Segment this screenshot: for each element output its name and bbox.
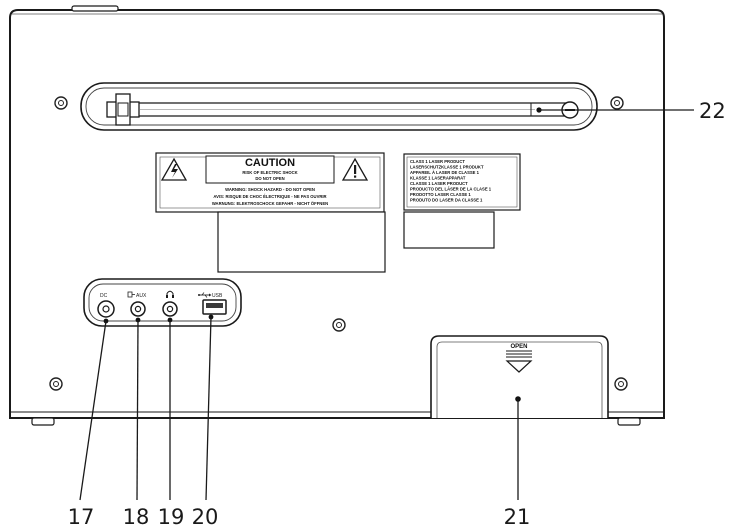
caution-title-box xyxy=(205,155,335,184)
callout-18: 18 xyxy=(123,505,150,529)
laser-line: KLASSE 1 LASERAPPARAT xyxy=(410,176,466,181)
laser-label: CLASS 1 LASER PRODUCT LASERSCHUTZKLASSE … xyxy=(403,153,521,211)
screw-icon xyxy=(332,318,346,332)
screw-icon xyxy=(54,96,68,110)
callout-22: 22 xyxy=(699,99,726,123)
arrow-down-icon xyxy=(505,360,533,373)
caution-line: AVIS: RISQUE DE CHOC ÉLECTRIQUE - NE PAS… xyxy=(213,194,326,199)
usb-port-label: USB xyxy=(212,293,223,299)
laser-line: PRODOTTO LASER CLASSE 1 xyxy=(410,192,471,197)
battery-door[interactable]: OPEN xyxy=(430,335,609,418)
callout-19: 19 xyxy=(158,505,185,529)
connector-recess-inner xyxy=(88,283,237,322)
aux-input-icon xyxy=(127,291,135,298)
callout-20: 20 xyxy=(192,505,219,529)
dc-port-label: DC xyxy=(100,293,108,299)
caution-label: CAUTION RISK OF ELECTRIC SHOCK DO NOT OP… xyxy=(155,152,385,213)
laser-line: LASERSCHUTZKLASSE 1 PRODUKT xyxy=(410,165,484,170)
caution-title: CAUTION xyxy=(245,157,295,169)
battery-door-label: OPEN xyxy=(510,344,527,350)
dc-jack-icon[interactable] xyxy=(97,300,115,318)
callout-numbers: 22 17 18 19 20 21 xyxy=(68,99,726,529)
antenna-hinge-icon xyxy=(106,93,140,126)
leader-line xyxy=(79,320,107,501)
blank-sticker xyxy=(403,211,495,249)
caution-line: RISK OF ELECTRIC SHOCK xyxy=(242,170,297,175)
headphone-jack-icon[interactable] xyxy=(162,301,178,317)
usb-icon xyxy=(198,292,212,298)
exclamation-warning-icon xyxy=(341,157,369,181)
laser-line: PRODUTO DO LASER DA CLASSE 1 xyxy=(410,198,483,203)
aux-port-label: AUX xyxy=(136,293,147,299)
aux-jack-icon[interactable] xyxy=(130,301,146,317)
laser-line: APPAREIL À LASER DE CLASSE 1 xyxy=(410,170,480,175)
top-button-bump xyxy=(71,5,119,12)
blank-sticker xyxy=(217,211,386,273)
right-foot xyxy=(617,417,641,426)
antenna-assembly xyxy=(80,82,598,131)
laser-line: CLASS 1 LASER PRODUCT xyxy=(410,159,465,164)
caution-line: WARNUNG: ELEKTROSCHOCK GEFAHR - NICHT ÖF… xyxy=(212,201,328,206)
leader-line xyxy=(205,316,212,501)
connector-panel: DC AUX USB xyxy=(83,278,242,327)
left-foot xyxy=(31,417,55,426)
caution-line: DO NOT OPEN xyxy=(255,176,284,181)
battery-door-inner xyxy=(436,341,603,418)
laser-line: PRODUCTO DEL LÁSER DE LA CLASE 1 xyxy=(410,187,492,192)
battery-door-outline xyxy=(430,335,609,418)
headphones-icon xyxy=(166,290,174,298)
laser-line: CLASSE 1 LASER PRODUCT xyxy=(410,181,468,186)
leader-line xyxy=(136,319,139,501)
callout-17: 17 xyxy=(68,505,95,529)
caution-line: WARNING: SHOCK HAZARD - DO NOT OPEN xyxy=(225,187,315,192)
blank-labels xyxy=(217,211,495,273)
screw-icon xyxy=(610,96,624,110)
leader-lines xyxy=(79,107,694,501)
lightning-warning-icon xyxy=(160,157,188,181)
callout-21: 21 xyxy=(504,505,531,529)
screw-icon xyxy=(614,377,628,391)
screw-icon xyxy=(49,377,63,391)
usb-port-icon[interactable] xyxy=(202,299,227,315)
